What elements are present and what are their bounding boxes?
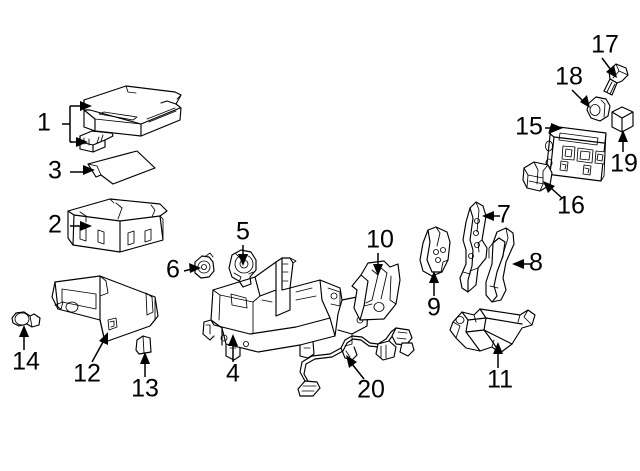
part-inner-side-shield-panel [351,260,401,321]
part-drive-motor-gear [194,252,215,279]
part-console-mat-insert [87,150,156,185]
callout-leader-3 [70,165,95,175]
part-adjuster-knob-bolt [11,311,41,328]
callout-label-7: 7 [497,201,511,229]
part-seat-back-side-frame-bracket [459,201,488,293]
callout-label-19: 19 [610,150,638,178]
callout-leader-7 [482,211,500,221]
callout-label-5: 5 [236,218,250,246]
part-pivot-grommet [586,96,611,122]
callout-leader-9 [429,271,439,296]
callout-leader-4 [228,334,238,362]
part-seat-frame-cross-member [449,308,536,354]
callout-leader-11 [493,342,503,368]
part-seat-adjuster-switch-panel [545,125,607,182]
callout-leader-12 [91,332,108,363]
part-seat-track-frame [202,257,369,361]
part-trim-cap [135,335,152,355]
callout-label-12: 12 [73,360,101,388]
callout-label-2: 2 [48,211,62,239]
callout-leader-13 [140,352,150,377]
callout-leader-8 [512,259,532,269]
callout-label-16: 16 [557,192,585,220]
callout-leader-5 [238,245,248,266]
callout-leader-10 [373,253,383,276]
callout-label-1: 1 [37,109,51,137]
callout-leader-20 [346,355,365,380]
part-seat-cushion-pad [83,85,182,137]
callout-label-18: 18 [555,63,583,91]
callout-label-14: 14 [12,348,40,376]
callout-leader-19 [618,130,628,152]
callout-label-10: 10 [366,226,394,254]
callout-leader-1 [62,101,92,147]
callout-leader-18 [571,89,590,108]
callout-leader-2 [70,221,92,231]
callout-leader-17 [601,57,617,78]
part-seat-wiring-harness [297,327,415,397]
callout-leader-16 [543,181,563,199]
part-end-cap [611,106,634,133]
callout-label-15: 15 [515,113,543,141]
callout-leader-6 [183,263,201,273]
callout-label-11: 11 [487,366,513,394]
callout-label-8: 8 [529,249,543,277]
callout-label-17: 17 [591,31,619,59]
callout-label-20: 20 [357,376,385,404]
part-seat-back-side-trim-cover [485,227,515,303]
callout-leader-14 [19,325,29,350]
part-outer-side-trim-panel [51,275,159,343]
part-mounting-bolt [603,63,629,96]
part-console-storage-bin [67,198,168,253]
callout-label-6: 6 [166,256,180,284]
callout-label-4: 4 [226,360,240,388]
part-recliner-handle-actuator [228,249,257,288]
callout-label-13: 13 [131,375,159,403]
callout-label-3: 3 [48,157,62,185]
callout-leader-15 [545,123,563,133]
callout-label-9: 9 [427,294,441,322]
part-hinge-bracket-plate [419,226,451,277]
